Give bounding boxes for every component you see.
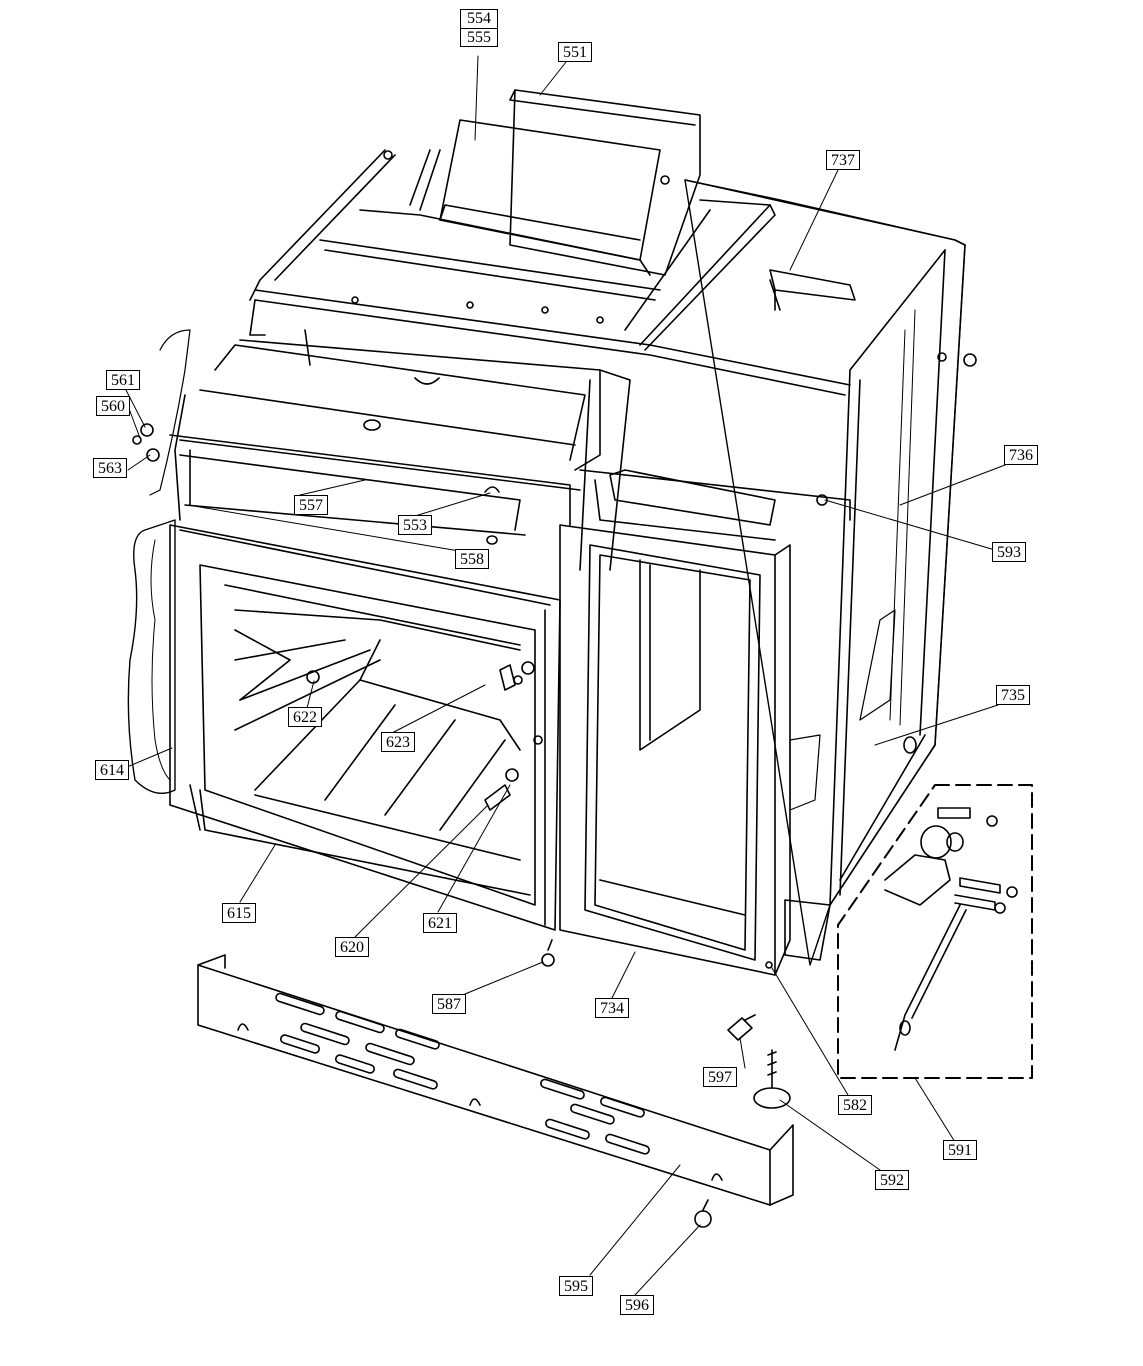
callout-593: 593: [992, 542, 1026, 562]
callout-561: 561: [106, 370, 140, 390]
hinge-assembly: [837, 784, 1033, 1079]
oven-cavity: [169, 524, 561, 931]
callout-622: 622: [288, 707, 322, 727]
callout-615: 615: [222, 903, 256, 923]
loose-parts: [541, 352, 977, 1228]
callout-592: 592: [875, 1170, 909, 1190]
callout-614: 614: [95, 760, 129, 780]
grill-compartment: [132, 329, 631, 571]
callout-557: 557: [294, 495, 328, 515]
callout-591: 591: [943, 1140, 977, 1160]
callout-734: 734: [595, 998, 629, 1018]
callout-621: 621: [423, 913, 457, 933]
callout-596: 596: [620, 1295, 654, 1315]
kick-panel: [197, 954, 794, 1206]
callout-620: 620: [335, 937, 369, 957]
callout-595: 595: [559, 1276, 593, 1296]
callout-555: 555: [467, 29, 491, 46]
callout-558: 558: [455, 549, 489, 569]
top-frame: [249, 89, 851, 396]
door-frame: [559, 469, 851, 976]
callout-587: 587: [432, 994, 466, 1014]
callout-551: 551: [558, 42, 592, 62]
callout-735: 735: [996, 685, 1030, 705]
callout-736: 736: [1004, 445, 1038, 465]
callout-553: 553: [398, 515, 432, 535]
leader-lines: [125, 55, 1006, 1296]
callout-554-555: 554 555: [460, 9, 498, 47]
callout-554: 554: [461, 10, 497, 29]
door-seal: [127, 519, 176, 794]
callout-582: 582: [838, 1095, 872, 1115]
callout-737: 737: [826, 150, 860, 170]
callout-563: 563: [93, 458, 127, 478]
outer-casing: [684, 179, 966, 966]
callout-597: 597: [703, 1067, 737, 1087]
callout-560: 560: [96, 396, 130, 416]
callout-623: 623: [381, 732, 415, 752]
